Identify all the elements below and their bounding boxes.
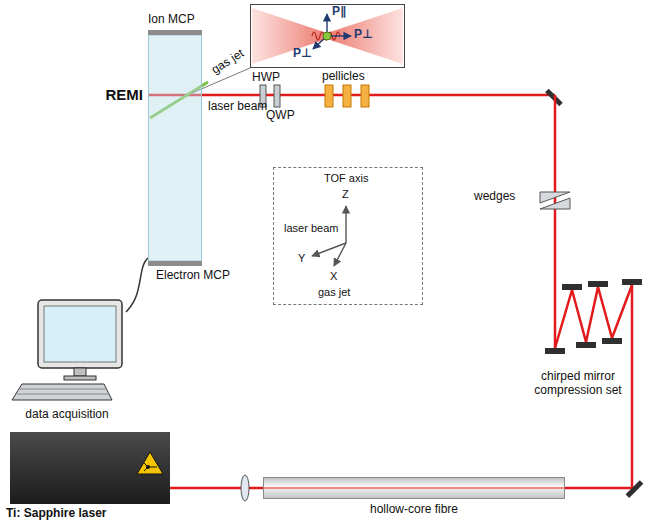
laser-beam: [565, 487, 632, 490]
monitor: [38, 300, 122, 368]
keyboard: [12, 384, 112, 400]
computer: data acquisition: [8, 298, 126, 404]
momentum-label: P⊥: [293, 47, 312, 61]
mcp-detector: [148, 261, 202, 266]
device-label: hollow-core fibre: [370, 503, 458, 517]
detector-label: Electron MCP: [156, 269, 230, 283]
axis-label: laser beam: [284, 222, 338, 235]
mcp-detector: [148, 30, 202, 35]
laser-warning-sign: [137, 452, 163, 474]
chirped-mirror: [602, 338, 622, 344]
wedge: [540, 198, 570, 209]
device-label: Ti: Sapphire laser: [6, 507, 106, 521]
laser-beam: [554, 95, 557, 348]
laser-housing: [10, 432, 170, 504]
detector-label: Ion MCP: [148, 13, 195, 27]
axes-box: TOF axisZlaser beamY Xgas jet: [273, 167, 423, 305]
laser-warning-sign: [144, 463, 148, 467]
momentum-label: P∥: [332, 5, 346, 19]
monitor-stand: [74, 368, 86, 376]
waveplate: [274, 85, 280, 107]
hollow-core-fibre: hollow-core fibre: [263, 477, 565, 499]
focus-illustration: [251, 5, 404, 67]
axis-arrow: [334, 243, 346, 266]
axis-arrow: [345, 206, 346, 243]
pellicle: [325, 85, 333, 107]
laser-warning-sign: [144, 467, 148, 471]
part-label: laser beam: [208, 100, 267, 114]
chirped-mirror: [545, 348, 565, 354]
laser-beam: [555, 285, 632, 348]
remi-chamber: Ion MCPREMIElectron MCP: [148, 30, 202, 266]
keyboard-keys: [20, 389, 107, 390]
laser-beam: [631, 285, 634, 488]
chamber-drawing: [148, 30, 202, 266]
axis-label: gas jet: [318, 286, 350, 299]
laser-warning-sign: [148, 467, 157, 468]
screen: [44, 306, 116, 362]
momentum-label: P⊥: [354, 28, 373, 42]
keyboard-keys: [17, 394, 109, 395]
pellicle: [361, 85, 369, 107]
fibre-core: [264, 487, 564, 489]
part-label: gas jet: [209, 47, 246, 77]
axis-label: Y: [298, 252, 305, 265]
pellicle: [343, 85, 351, 107]
axis-label: TOF axis: [324, 172, 368, 185]
chirped-mirror: [576, 342, 596, 348]
chirped-mirror: [588, 281, 608, 287]
part-label: wedges: [474, 190, 515, 204]
data-cable: [126, 258, 148, 312]
lens: [241, 475, 249, 501]
target-atom: [323, 32, 331, 40]
axis-label: Z: [342, 188, 349, 201]
mirror: [626, 480, 644, 498]
laser-drawing: [10, 432, 170, 504]
chamber-outline: [149, 35, 202, 261]
part-label: pellicles: [322, 70, 365, 84]
inset-box: P∥ P⊥ P⊥: [250, 4, 405, 68]
part-label: chirped mirror compression set: [525, 370, 631, 398]
computer-drawing: [8, 298, 126, 404]
chirped-mirror: [622, 279, 642, 285]
laser-box: Ti: Sapphire laser: [10, 432, 170, 504]
part-label: QWP: [266, 109, 295, 123]
fibre-tube: [264, 478, 565, 499]
monitor-stand: [64, 376, 96, 380]
device-label: data acquisition: [25, 408, 108, 422]
axis-label: X: [330, 270, 337, 283]
apparatus-label: REMI: [106, 86, 144, 103]
fibre-drawing: [263, 477, 565, 499]
chirped-mirror: [562, 284, 582, 290]
part-label: HWP: [252, 71, 280, 85]
